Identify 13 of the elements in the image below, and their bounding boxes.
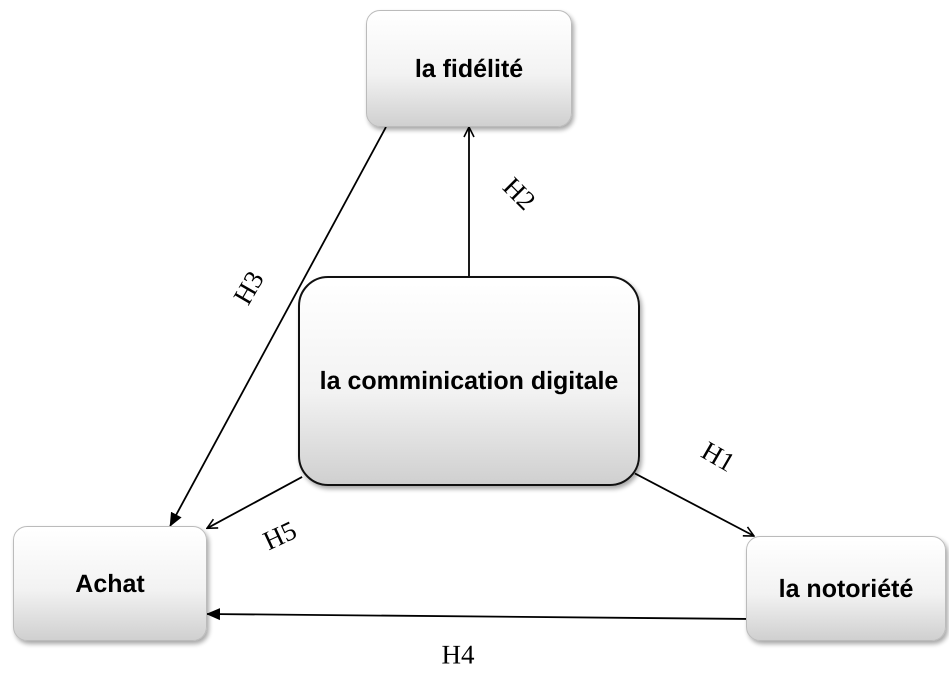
arrow (206, 608, 746, 620)
rounded-box (298, 276, 640, 486)
node-label: la notoriété (778, 574, 914, 604)
rounded-box (746, 536, 946, 641)
rounded-box (366, 10, 572, 127)
arrow (206, 476, 303, 530)
arrow (169, 126, 387, 527)
rounded-box (13, 526, 207, 641)
node-label: Achat (75, 568, 145, 598)
arrow (463, 126, 475, 276)
arrow (634, 472, 755, 537)
node-label: la fidélité (414, 54, 524, 84)
node-label: la comminication digitale (320, 366, 618, 396)
